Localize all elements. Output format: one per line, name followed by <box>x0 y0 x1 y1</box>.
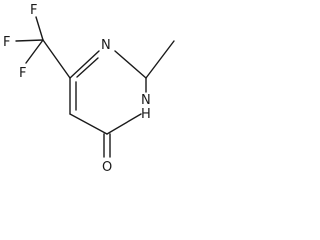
bond-c-f-top <box>35 16 44 41</box>
bond-n1-c2 <box>114 50 147 79</box>
bond-cf3-ring <box>42 39 71 79</box>
atom-f-left: F <box>3 35 10 50</box>
bond-c4-c5 <box>69 113 108 135</box>
atom-o-carbonyl: O <box>102 160 112 175</box>
atom-nh-n: N <box>141 93 151 108</box>
bond-c2-methyl <box>145 40 175 79</box>
bond-c-f-bottom <box>25 39 44 64</box>
bond-c6-n1-double <box>76 57 99 78</box>
structure-canvas: F F F N N H O <box>0 0 184 178</box>
bond-c-f-left <box>15 39 44 42</box>
molecule-structure: F F F N N H O <box>3 3 175 175</box>
atom-nh-h: H <box>141 107 151 122</box>
atom-f-top: F <box>30 3 37 18</box>
atom-f-bottom: F <box>19 66 26 81</box>
bond-n3-c4 <box>106 113 142 135</box>
atom-n-ring: N <box>101 38 111 53</box>
bond-c6-n1 <box>69 50 100 79</box>
